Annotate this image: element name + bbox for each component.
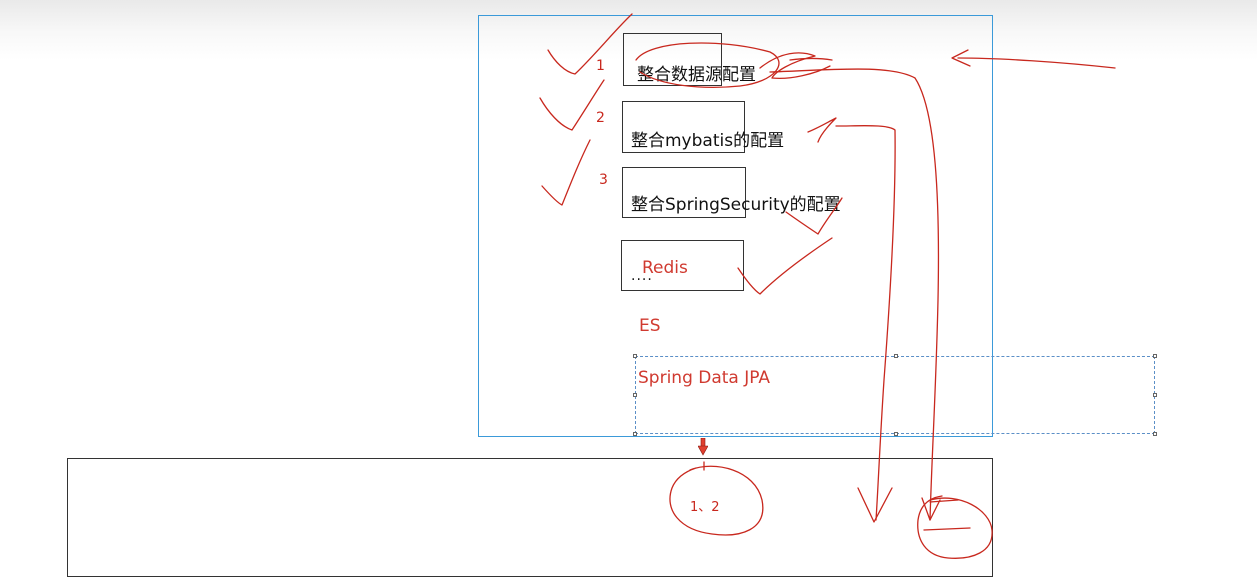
runtime-box <box>67 458 993 577</box>
down-arrow-icon <box>698 438 708 456</box>
selection-handle[interactable] <box>894 432 898 436</box>
annotation-number-3: 3 <box>599 172 608 188</box>
mybatis-config-label: 整合mybatis的配置 <box>631 131 785 151</box>
circle-annotation-label: 1、2 <box>690 500 720 515</box>
selection-handle[interactable] <box>1153 393 1157 397</box>
es-label: ES <box>639 316 661 336</box>
security-config-label: 整合SpringSecurity的配置 <box>631 195 841 215</box>
spring-data-jpa-label: Spring Data JPA <box>638 368 771 388</box>
selection-handle[interactable] <box>633 432 637 436</box>
selection-handle[interactable] <box>633 354 637 358</box>
selection-handle[interactable] <box>633 393 637 397</box>
selection-handle[interactable] <box>1153 354 1157 358</box>
application-container-box <box>478 15 993 437</box>
annotation-number-2: 2 <box>596 110 605 126</box>
security-config-box <box>622 167 746 218</box>
datasource-config-label: 整合数据源配置 <box>637 65 756 85</box>
mybatis-config-box <box>622 101 745 153</box>
annotation-number-1: 1 <box>596 58 605 74</box>
selection-handle[interactable] <box>1153 432 1157 436</box>
selection-handle[interactable] <box>894 354 898 358</box>
ellipsis-label: .... <box>631 268 653 284</box>
redis-label: Redis <box>642 258 688 278</box>
